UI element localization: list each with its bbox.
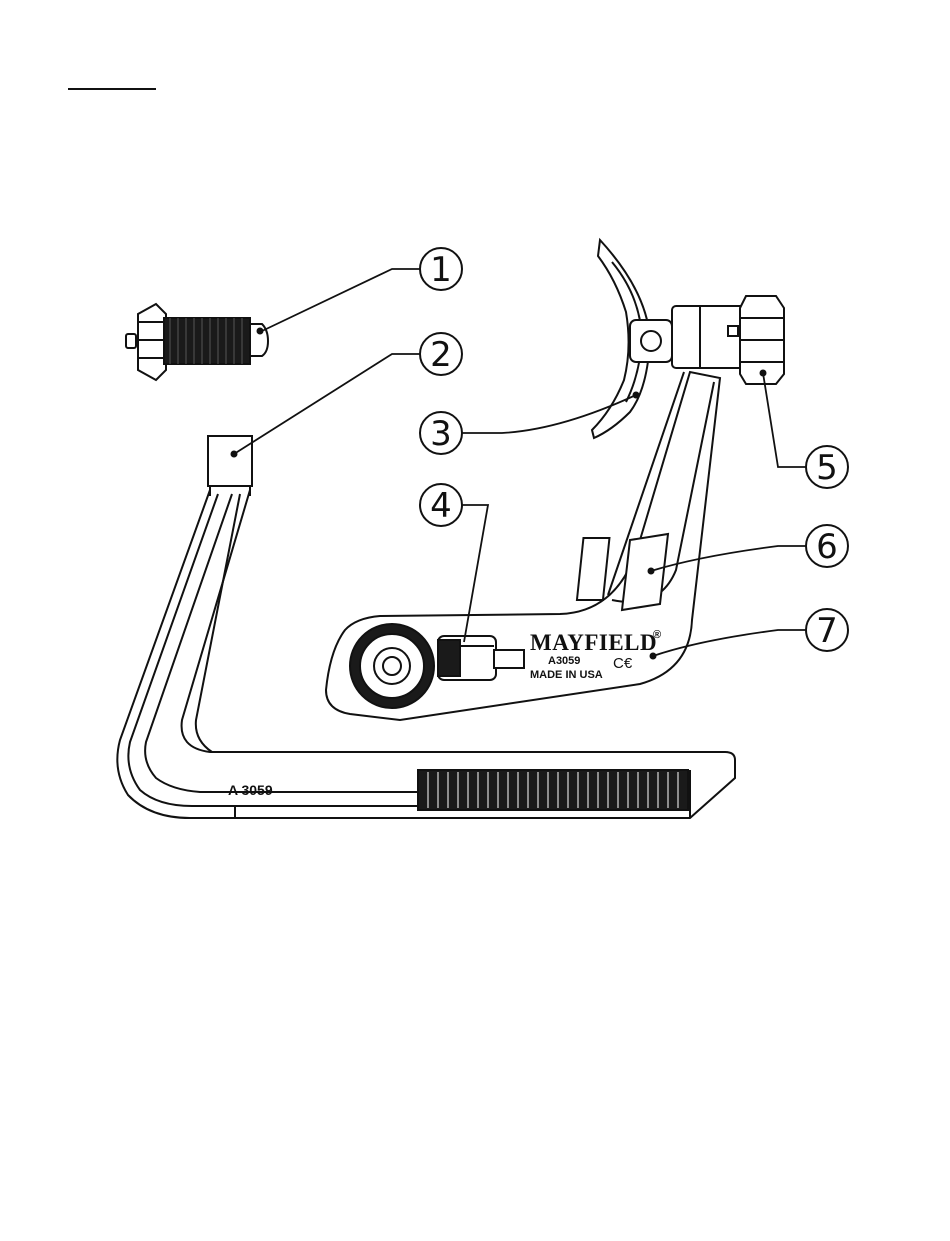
registered-mark: ® <box>653 629 661 641</box>
callout-6: 6 <box>806 525 848 567</box>
callout-2: 2 <box>420 333 462 375</box>
arm-model-marking: A 3059 <box>228 782 273 798</box>
callout-5: 5 <box>806 446 848 488</box>
callout-3-number: 3 <box>430 414 452 454</box>
model-marking: A3059 <box>548 655 580 667</box>
callout-1: 1 <box>420 248 462 290</box>
callout-4-number: 4 <box>430 486 452 526</box>
brand-marking: MAYFIELD <box>530 630 657 655</box>
callout-7: 7 <box>806 609 848 651</box>
callout-7-number: 7 <box>816 611 838 651</box>
origin-marking: MADE IN USA <box>530 669 603 681</box>
callout-3: 3 <box>420 412 462 454</box>
callout-1-number: 1 <box>430 250 452 290</box>
callout-6-number: 6 <box>816 527 838 567</box>
callout-4: 4 <box>420 484 462 526</box>
callout-5-number: 5 <box>816 448 838 488</box>
tension-knob <box>672 296 784 384</box>
bolt-part <box>126 304 268 380</box>
callout-2-number: 2 <box>430 335 452 375</box>
knurled-wheel <box>350 624 434 708</box>
ce-marking: C€ <box>613 655 633 672</box>
